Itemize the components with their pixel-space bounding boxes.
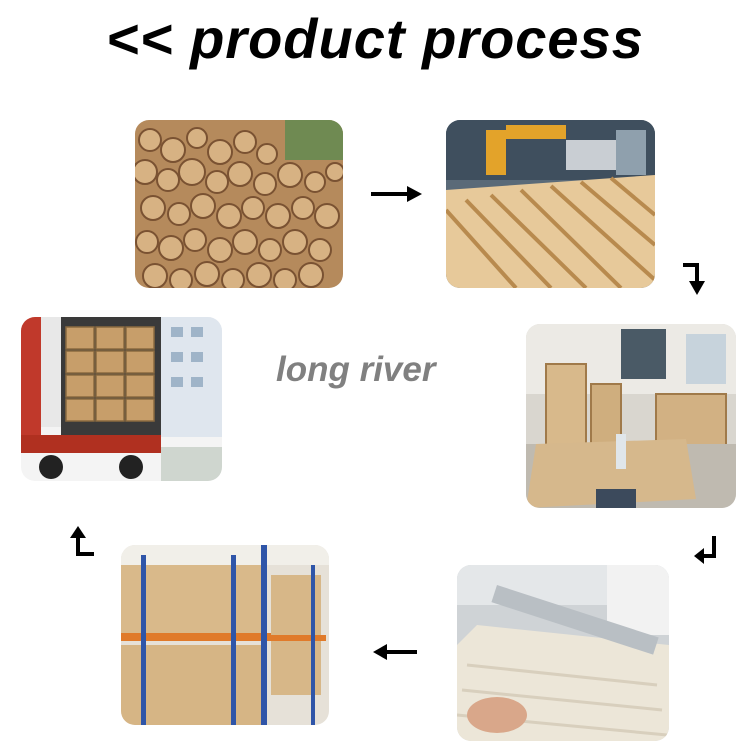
container-truck-image — [21, 317, 222, 481]
arrow-right-icon — [369, 184, 423, 204]
arrow-left-icon — [371, 642, 419, 662]
curved-arrow-down-left-icon — [692, 532, 724, 568]
curved-arrow-down-icon — [677, 259, 707, 297]
panel-finishing-image — [457, 565, 669, 741]
log-pile-image — [135, 120, 343, 288]
arrow-up-corner-icon — [68, 524, 98, 560]
factory-machinery-image — [446, 120, 655, 288]
brand-label: long river — [276, 350, 435, 390]
page-title: << product process — [0, 6, 750, 71]
furniture-workshop-image — [526, 324, 736, 508]
warehouse-racks-image — [121, 545, 329, 725]
